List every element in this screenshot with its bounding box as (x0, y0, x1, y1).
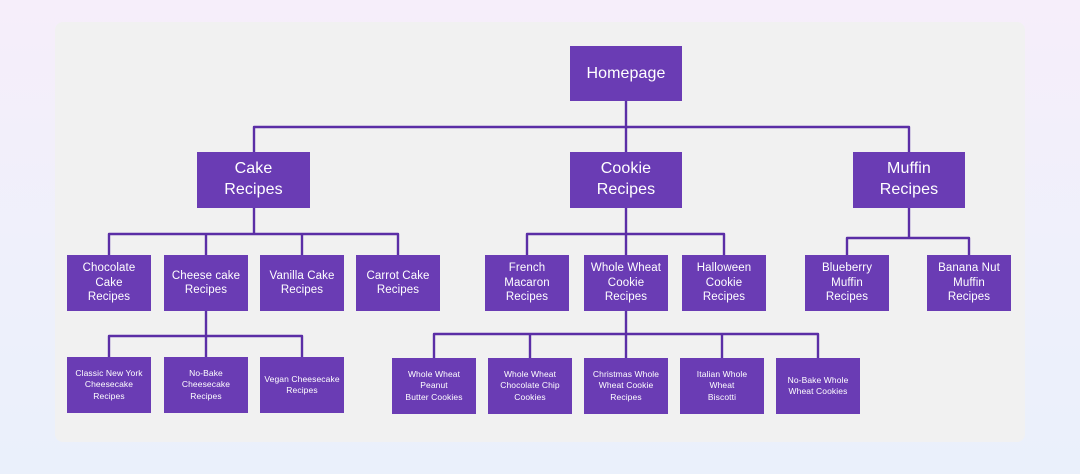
node-homepage: Homepage (570, 46, 682, 101)
node-no-bake-whole-wheat: No-Bake Whole Wheat Cookies (776, 358, 860, 414)
node-no-bake-cheesecake: No-Bake Cheesecake Recipes (164, 357, 248, 413)
node-whole-wheat-peanut-butter: Whole Wheat Peanut Butter Cookies (392, 358, 476, 414)
node-cake-recipes: Cake Recipes (197, 152, 310, 208)
node-muffin-recipes: Muffin Recipes (853, 152, 965, 208)
node-whole-wheat-cookie-recipes: Whole Wheat Cookie Recipes (584, 255, 668, 311)
node-banana-nut-muffin-recipes: Banana Nut Muffin Recipes (927, 255, 1011, 311)
node-cookie-recipes: Cookie Recipes (570, 152, 682, 208)
node-classic-new-york-cheesecake: Classic New York Cheesecake Recipes (67, 357, 151, 413)
node-christmas-whole-wheat: Christmas Whole Wheat Cookie Recipes (584, 358, 668, 414)
node-carrot-cake-recipes: Carrot Cake Recipes (356, 255, 440, 311)
node-whole-wheat-chocolate-chip: Whole Wheat Chocolate Chip Cookies (488, 358, 572, 414)
node-cheese-cake-recipes: Cheese cake Recipes (164, 255, 248, 311)
node-blueberry-muffin-recipes: Blueberry Muffin Recipes (805, 255, 889, 311)
node-vegan-cheesecake: Vegan Cheesecake Recipes (260, 357, 344, 413)
node-italian-whole-wheat-biscotti: Italian Whole Wheat Biscotti (680, 358, 764, 414)
node-chocolate-cake-recipes: Chocolate Cake Recipes (67, 255, 151, 311)
node-halloween-cookie-recipes: Halloween Cookie Recipes (682, 255, 766, 311)
node-french-macaron-recipes: French Macaron Recipes (485, 255, 569, 311)
node-vanilla-cake-recipes: Vanilla Cake Recipes (260, 255, 344, 311)
